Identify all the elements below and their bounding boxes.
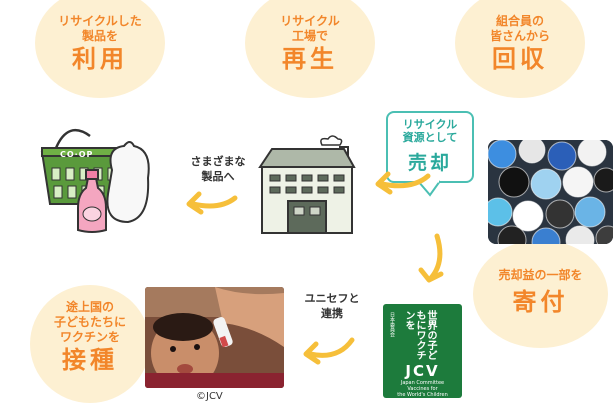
step-utilize-title: 利用: [72, 45, 128, 73]
step-recycle: リサイクル 工場で 再生: [250, 14, 370, 74]
sell-callout-line1: リサイクル: [402, 118, 458, 131]
step-utilize: リサイクルした 製品を 利用: [40, 14, 160, 74]
step-vaccinate-line1: 途上国の: [65, 300, 114, 314]
donate-blob: [473, 240, 608, 348]
step-recycle-title: 再生: [282, 45, 338, 73]
unicef-label: ユニセフと 連携: [292, 291, 372, 321]
arrow-sell-to-donate: [418, 233, 444, 283]
step-collect: 組合員の 皆さんから 回収: [460, 14, 580, 74]
step-donate: 売却益の一部を 寄付: [478, 268, 603, 317]
step-utilize-line2: 製品を: [81, 29, 118, 43]
step-collect-title: 回収: [492, 45, 548, 73]
step-collect-line2: 皆さんから: [489, 29, 550, 43]
sell-callout: リサイクル 資源として 売却: [386, 111, 474, 183]
step-collect-line1: 組合員の: [495, 14, 544, 28]
jcv-org-small: 日本委員会: [389, 312, 395, 337]
step-recycle-line1: リサイクル: [280, 14, 340, 28]
collect-blob: [455, 0, 585, 98]
vaccination-image: [145, 287, 284, 388]
bottle-caps-photo: [488, 140, 613, 244]
step-vaccinate-line2: 子どもたちに: [53, 315, 126, 329]
step-recycle-line2: 工場で: [291, 29, 328, 43]
jcv-sub2: Vaccines for: [407, 386, 438, 392]
jcv-logo: 世界の子どもにワクチンを 日本委員会 JCV Japan Committee V…: [383, 304, 462, 398]
vaccination-photo: [145, 287, 284, 388]
jcv-vertical-text: 世界の子どもにワクチンを: [403, 310, 436, 360]
jcv-sub1: Japan Committee: [400, 380, 445, 386]
step-donate-title: 寄付: [512, 288, 569, 316]
products-label-line1: さまざまな: [190, 155, 246, 168]
utilize-blob: [35, 0, 165, 98]
unicef-label-line2: 連携: [321, 307, 343, 320]
step-vaccinate: 途上国の 子どもたちに ワクチンを 接種: [30, 300, 150, 375]
basket-products-illustration: [40, 128, 150, 233]
jcv-sub3: the World's Children: [397, 392, 448, 398]
products-label: さまざまな 製品へ: [178, 154, 258, 184]
arrow-collect-to-factory: [375, 171, 431, 195]
arrow-jcv-to-vaccinate: [303, 337, 355, 365]
sell-callout-line2: 資源として: [402, 131, 458, 144]
arrow-factory-to-products: [186, 191, 238, 215]
unicef-label-line1: ユニセフと: [304, 292, 360, 305]
sell-callout-title: 売却: [407, 152, 452, 174]
recycle-blob: [245, 0, 375, 98]
step-utilize-line1: リサイクルした: [58, 14, 142, 28]
factory-illustration: [258, 135, 356, 234]
step-vaccinate-line3: ワクチンを: [59, 330, 120, 344]
jcv-abbr: JCV: [405, 362, 440, 380]
vaccinate-blob: [30, 285, 150, 403]
step-vaccinate-title: 接種: [62, 346, 118, 374]
bottle-caps-image: [488, 140, 613, 244]
step-donate-line1: 売却益の一部を: [498, 268, 583, 282]
basket-brand-label: CO·OP: [60, 150, 94, 159]
products-label-line2: 製品へ: [201, 170, 235, 183]
photo-credit: ©JCV: [196, 391, 223, 402]
